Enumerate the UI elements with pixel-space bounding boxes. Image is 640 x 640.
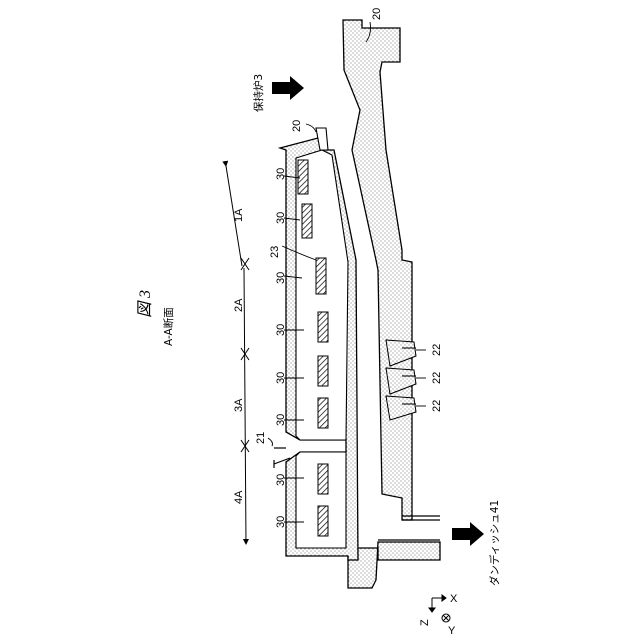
heater-block bbox=[318, 312, 328, 342]
nozzle-label: 22 bbox=[431, 372, 443, 384]
axis-y-label: Y bbox=[448, 625, 456, 637]
heater-label: 30 bbox=[275, 168, 287, 180]
zone-tick bbox=[241, 258, 249, 270]
label-23: 23 bbox=[269, 246, 281, 258]
coordinate-axes-icon bbox=[429, 595, 450, 622]
heater-block bbox=[302, 204, 312, 238]
nozzle-group-22 bbox=[386, 340, 416, 420]
heater-label: 30 bbox=[275, 372, 287, 384]
label-20-right: 20 bbox=[371, 8, 383, 20]
axis-x-label: X bbox=[450, 593, 458, 605]
heater-block bbox=[316, 258, 326, 294]
heater-block bbox=[318, 398, 328, 428]
heater-label: 30 bbox=[275, 272, 287, 284]
zone-label: 2A bbox=[233, 298, 245, 312]
heater-block bbox=[298, 160, 308, 194]
figure-title: 図 3 bbox=[137, 290, 154, 318]
heater-block bbox=[318, 356, 328, 386]
dundish-arrow-icon bbox=[452, 522, 484, 546]
outlet-lines bbox=[378, 516, 440, 540]
zone-label: 3A bbox=[233, 398, 245, 412]
nozzle-labels: 22 22 22 bbox=[431, 344, 443, 412]
label-21: 21 bbox=[255, 432, 267, 444]
axis-z-label: Z bbox=[419, 619, 431, 626]
zone-label: 1A bbox=[233, 208, 245, 222]
dundish-label: ダンディッシュ41 bbox=[488, 500, 501, 586]
heater-block bbox=[318, 506, 328, 536]
heater-block bbox=[318, 464, 328, 494]
heater-labels: 30 30 30 30 30 30 30 30 bbox=[275, 168, 287, 528]
holding-furnace-arrow-icon bbox=[272, 76, 304, 100]
heater-label: 30 bbox=[275, 212, 287, 224]
bottom-block bbox=[348, 542, 440, 588]
figure-subtitle: A-A断面 bbox=[162, 307, 175, 346]
nozzle-label: 22 bbox=[431, 400, 443, 412]
heater-label: 30 bbox=[275, 516, 287, 528]
holding-furnace-label: 保持炉3 bbox=[252, 74, 265, 112]
heater-label: 30 bbox=[275, 324, 287, 336]
heater-label: 30 bbox=[275, 414, 287, 426]
heater-label: 30 bbox=[275, 474, 287, 486]
nozzle-label: 22 bbox=[431, 344, 443, 356]
zone-label: 4A bbox=[233, 490, 245, 504]
label-20-top: 20 bbox=[291, 120, 303, 132]
